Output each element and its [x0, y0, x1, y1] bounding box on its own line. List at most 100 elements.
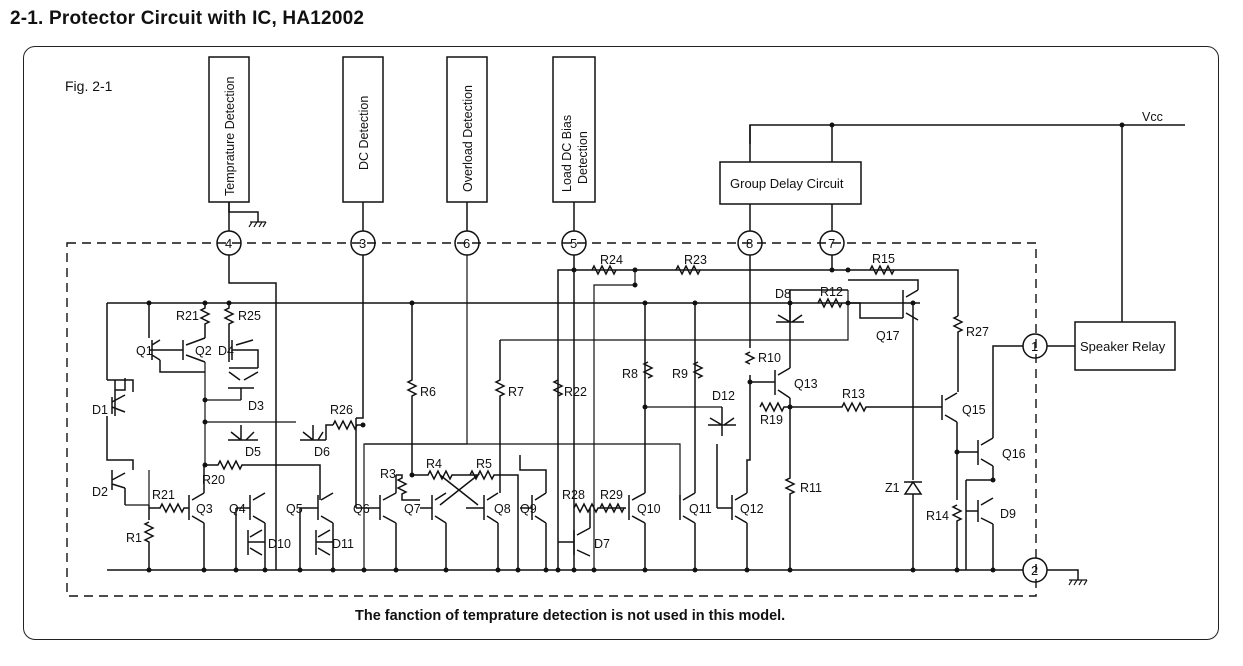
svg-text:R24: R24	[600, 253, 623, 267]
svg-text:D12: D12	[712, 389, 735, 403]
transistor-D5: D5	[228, 425, 261, 459]
resistor-R6: R6	[406, 303, 436, 475]
svg-text:2: 2	[1031, 563, 1038, 578]
resistor-R27: R27	[952, 315, 989, 392]
resistor-R20: R20	[202, 459, 321, 500]
svg-text:Q7: Q7	[404, 502, 421, 516]
svg-text:R11: R11	[800, 481, 822, 495]
resistor-R3: R3	[380, 467, 420, 501]
group-delay-block: Group Delay Circuit	[719, 161, 862, 205]
resistor-R22: R22	[552, 379, 587, 399]
speaker-relay-block: Speaker Relay	[1074, 321, 1176, 371]
resistor-R21-top: R21	[176, 303, 211, 338]
transistor-Q3: Q3	[186, 465, 213, 570]
resistor-R24: R24	[591, 253, 623, 276]
svg-text:5: 5	[570, 236, 577, 251]
transistor-Q8: Q8	[466, 492, 511, 570]
svg-text:R22: R22	[564, 385, 587, 399]
pin3-net	[356, 255, 364, 419]
resistor-R14: R14	[926, 504, 963, 570]
svg-text:R28: R28	[562, 488, 585, 502]
transistor-D7: D7	[558, 508, 610, 557]
svg-text:D4: D4	[218, 344, 234, 358]
transistor-D6: D6	[300, 424, 333, 459]
svg-text:6: 6	[463, 236, 470, 251]
resistor-R26: R26	[330, 403, 363, 431]
svg-text:R10: R10	[758, 351, 781, 365]
svg-text:4: 4	[225, 236, 232, 251]
transistor-D12: D12	[708, 389, 736, 436]
svg-text:R8: R8	[622, 367, 638, 381]
svg-text:D10: D10	[268, 537, 291, 551]
svg-text:R14: R14	[926, 509, 949, 523]
overload-detection-block: Overload Detection	[446, 56, 488, 203]
transistor-Q5: Q5	[286, 492, 334, 570]
load-dc-bias-detection-block: Load DC Bias Detection	[552, 56, 596, 203]
resistor-R1: R1	[126, 505, 155, 570]
svg-text:8: 8	[746, 236, 753, 251]
svg-text:1: 1	[1031, 339, 1038, 354]
junction-dots	[146, 300, 996, 573]
resistor-R11: R11	[784, 407, 822, 570]
transistor-D3: D3	[228, 367, 264, 413]
svg-text:D6: D6	[314, 445, 330, 459]
pin-2: 2	[1022, 557, 1048, 583]
svg-text:Temprature Detection: Temprature Detection	[223, 76, 237, 196]
svg-text:D7: D7	[594, 537, 610, 551]
svg-text:3: 3	[359, 236, 366, 251]
ground-symbol-pin2	[1047, 569, 1088, 586]
transistor-Q12: Q12	[716, 375, 764, 570]
svg-text:R21: R21	[176, 309, 199, 323]
svg-text:Q6: Q6	[353, 502, 370, 516]
temperature-detection-block: Temprature Detection	[208, 56, 250, 203]
resistor-R12: R12	[817, 285, 843, 309]
transistor-Q16: Q16	[957, 345, 1026, 480]
pin-1: 1	[1022, 333, 1075, 359]
transistor-D9: D9	[965, 479, 1016, 570]
resistor-R10: R10	[744, 351, 781, 365]
pin-7: 7	[819, 204, 845, 256]
svg-text:R27: R27	[966, 325, 989, 339]
svg-text:Q16: Q16	[1002, 447, 1026, 461]
svg-text:R21: R21	[152, 488, 175, 502]
svg-text:7: 7	[828, 236, 835, 251]
svg-text:Q5: Q5	[286, 502, 303, 516]
svg-text:Q2: Q2	[195, 344, 212, 358]
transistor-Q9: Q9	[519, 455, 547, 570]
svg-text:R12: R12	[820, 285, 843, 299]
resistor-R13: R13	[790, 387, 938, 413]
transistor-Q13: Q13	[750, 289, 848, 399]
svg-text:Q10: Q10	[637, 502, 661, 516]
svg-text:Q8: Q8	[494, 502, 511, 516]
transistor-D8: D8	[775, 287, 804, 323]
svg-text:R5: R5	[476, 457, 492, 471]
transistor-Q2: Q2	[165, 337, 212, 363]
svg-text:R25: R25	[238, 309, 261, 323]
transistor-Q11: Q11	[679, 303, 712, 570]
transistor-Q6: Q6	[353, 418, 397, 570]
svg-text:Q11: Q11	[689, 502, 712, 516]
svg-text:D2: D2	[92, 485, 108, 499]
svg-text:R19: R19	[760, 413, 783, 427]
svg-text:D11: D11	[332, 537, 354, 551]
svg-text:Speaker Relay: Speaker Relay	[1080, 339, 1166, 354]
footnote: The fanction of temprature detection is …	[355, 608, 785, 624]
pin-5: 5	[561, 202, 587, 256]
svg-text:Q9: Q9	[520, 502, 537, 516]
resistor-R28: R28	[562, 488, 626, 514]
transistor-Q4: Q4	[229, 492, 266, 570]
transistor-D4: D4	[218, 338, 259, 368]
zener-Z1: Z1	[885, 303, 923, 570]
svg-text:R29: R29	[600, 488, 623, 502]
dc-detection-block: DC Detection	[342, 56, 384, 203]
transistor-D11: D11	[315, 529, 354, 556]
transistor-Q7: Q7	[404, 492, 447, 570]
svg-text:Group Delay Circuit: Group Delay Circuit	[730, 176, 844, 191]
svg-text:Load DC Bias: Load DC Bias	[560, 115, 574, 192]
resistor-R8: R8	[622, 361, 654, 381]
pin-6: 6	[454, 202, 480, 256]
transistor-Q10: Q10	[628, 303, 661, 570]
transistor-Q15: Q15	[938, 392, 986, 500]
svg-text:Q1: Q1	[136, 344, 153, 358]
